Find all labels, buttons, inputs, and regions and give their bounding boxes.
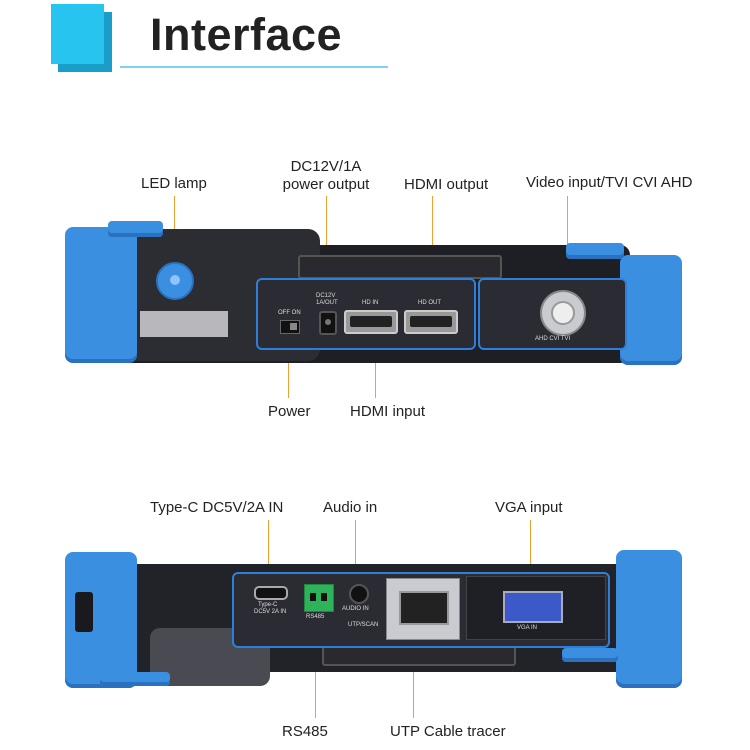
- vga-port: [503, 591, 563, 623]
- rs485-label: RS485: [306, 614, 325, 620]
- bnc-video-port: [540, 290, 586, 336]
- label-dc-output-line1: DC12V/1A: [290, 158, 362, 175]
- bumper-bottom-left-edge: [100, 672, 170, 686]
- header-underline: [120, 66, 388, 68]
- sticker-plate: [140, 311, 228, 337]
- vga-section: VGA IN: [466, 576, 606, 640]
- device-bottom-stand: [322, 646, 516, 666]
- bumper-right: [620, 255, 682, 365]
- power-switch[interactable]: [280, 320, 300, 334]
- power-switch-label: OFF ON: [278, 310, 301, 316]
- typec-label-1: Type-C: [258, 602, 278, 608]
- typec-port: [254, 586, 288, 600]
- device-bottom-view: Type-C DC5V 2A IN RS485 AUDIO IN UTP/SCA…: [60, 548, 688, 698]
- audio-in-port: [349, 584, 369, 604]
- led-lamp-icon: [156, 262, 194, 300]
- label-led-lamp: LED lamp: [141, 175, 207, 192]
- callout-video: [567, 196, 568, 288]
- bumper-bottom-left: [65, 552, 137, 688]
- label-hdmi-output: HDMI output: [404, 176, 489, 193]
- label-dc-output-line2: power output: [282, 176, 370, 193]
- label-audio-in: Audio in: [323, 499, 378, 516]
- bumper-bottom-right: [616, 550, 682, 688]
- dc-port-label-2: 1A/OUT: [316, 300, 338, 306]
- rs485-terminal: [304, 584, 334, 612]
- hdmi-in-port: [344, 310, 398, 334]
- callout-vga: [530, 520, 531, 594]
- bumper-left-top: [108, 221, 163, 237]
- label-vga-input: VGA input: [495, 499, 563, 516]
- callout-power: [288, 342, 289, 398]
- port-panel-bnc: AHD CVI TVI: [478, 278, 627, 350]
- callout-hdmi-in: [375, 334, 376, 398]
- utp-label: UTP/SCAN: [348, 622, 379, 628]
- typec-label-2: DC5V 2A IN: [254, 609, 287, 615]
- label-utp: UTP Cable tracer: [390, 723, 506, 740]
- label-rs485: RS485: [282, 723, 328, 740]
- dc-port-label-1: DC12V: [316, 293, 336, 299]
- dc-output-port: [319, 311, 337, 335]
- bumper-right-top: [566, 243, 624, 259]
- device-top-stand: [298, 255, 502, 279]
- label-typec: Type-C DC5V/2A IN: [150, 499, 284, 516]
- label-hdmi-input: HDMI input: [350, 403, 426, 420]
- vga-label: VGA IN: [517, 625, 538, 631]
- hd-out-label: HD OUT: [418, 300, 441, 306]
- port-panel-top: OFF ON DC12V 1A/OUT HD IN HD OUT: [256, 278, 476, 350]
- bumper-bottom-right-edge: [562, 648, 618, 662]
- bnc-label: AHD CVI TVI: [535, 336, 571, 342]
- audio-label: AUDIO IN: [342, 606, 369, 612]
- callout-typec: [268, 520, 269, 582]
- callout-led: [174, 196, 175, 254]
- callout-audio: [355, 520, 356, 580]
- page-title: Interface: [150, 9, 343, 60]
- header-square: [51, 4, 104, 64]
- label-video-input: Video input/TVI CVI AHD: [526, 174, 693, 191]
- bumper-left: [65, 227, 137, 363]
- port-panel-bottom: Type-C DC5V 2A IN RS485 AUDIO IN UTP/SCA…: [232, 572, 610, 648]
- device-top-view: OFF ON DC12V 1A/OUT HD IN HD OUT AHD CVI…: [60, 215, 688, 365]
- label-power: Power: [268, 403, 311, 420]
- hdmi-out-port: [404, 310, 458, 334]
- utp-rj45-port: [386, 578, 460, 640]
- hd-in-label: HD IN: [362, 300, 379, 306]
